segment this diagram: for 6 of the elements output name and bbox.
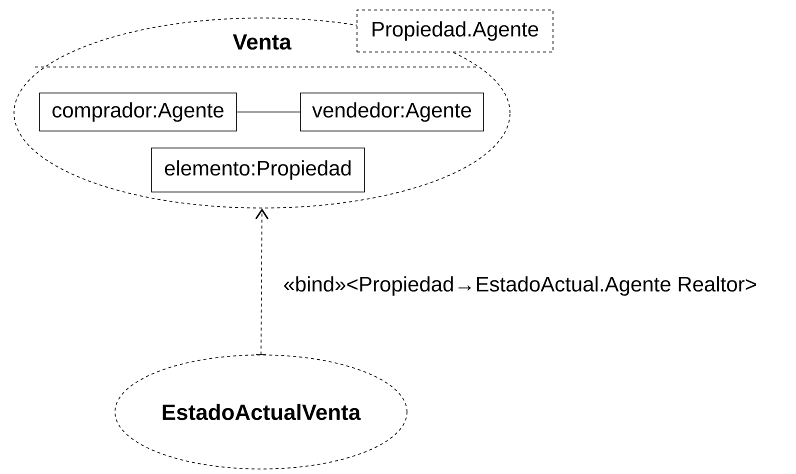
role-box: vendedor:Agente (300, 92, 484, 132)
dependency-arrow (255, 208, 269, 355)
edge-label: «bind»<Propiedad→EstadoActual.Agente Realtor> (284, 276, 756, 296)
role-box: elemento:Propiedad (151, 148, 365, 192)
role-box: comprador:Agente (39, 92, 237, 132)
parameter-box: Propiedad.Agente (356, 10, 554, 52)
